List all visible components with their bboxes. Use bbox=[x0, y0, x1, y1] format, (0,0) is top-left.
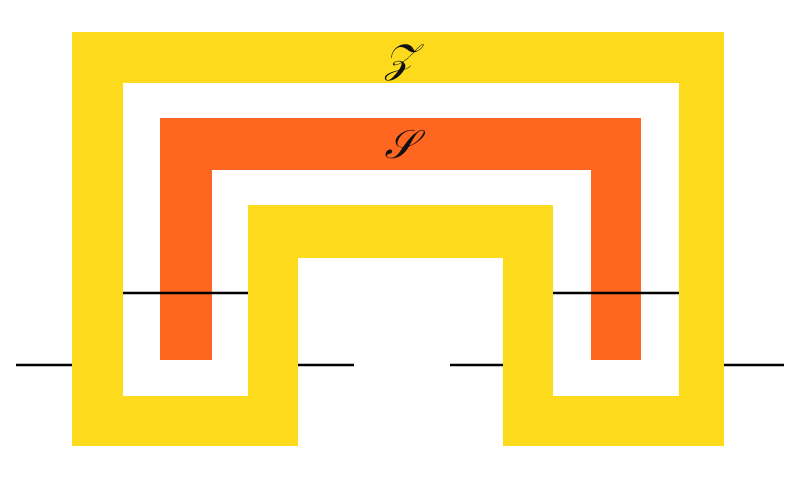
outer-region-band bbox=[72, 32, 724, 446]
inner-region-band bbox=[160, 118, 641, 360]
outer-region-arch bbox=[248, 205, 553, 396]
